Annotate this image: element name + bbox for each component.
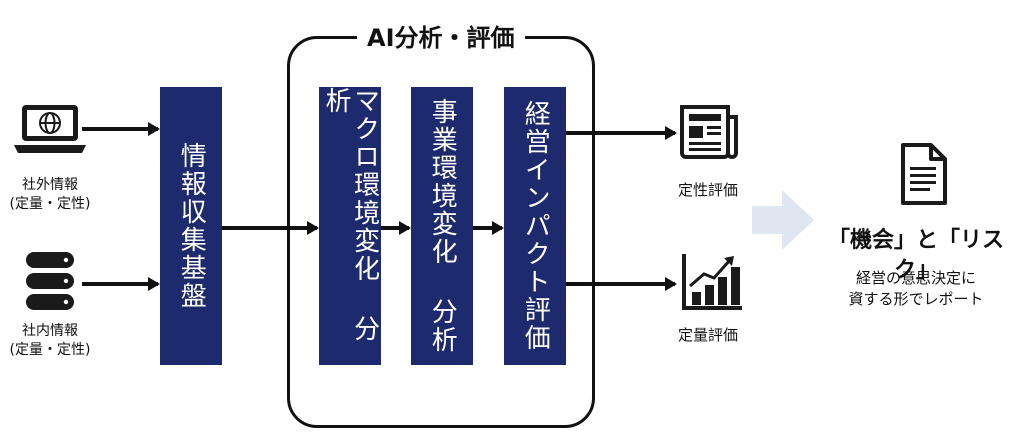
external-info-note: (定量・定性) xyxy=(9,195,91,212)
document-icon xyxy=(901,143,947,205)
external-info-label: 社外情報 (定量・定性) xyxy=(0,176,100,214)
internal-info-label: 社内情報 (定量・定性) xyxy=(0,322,100,360)
impact-evaluation-label: 経営インパクト評価 xyxy=(520,100,551,352)
external-info-title: 社外情報 xyxy=(22,177,78,193)
arrow-macro-to-business xyxy=(380,221,411,235)
internal-info-note: (定量・定性) xyxy=(9,341,91,358)
qualitative-evaluation-label: 定性評価 xyxy=(677,181,738,199)
internal-info-title: 社内情報 xyxy=(22,323,78,339)
newspaper-icon xyxy=(680,105,738,159)
collection-platform-label: 情報収集基盤 xyxy=(176,142,207,310)
laptop-globe-icon xyxy=(14,105,86,153)
arrow-to-qualitative xyxy=(566,126,677,140)
opportunity-risk-headline: 「機会」と「リスク」 xyxy=(827,228,1004,283)
arrow-collection-to-macro xyxy=(222,221,319,235)
collection-platform-box: 情報収集基盤 xyxy=(160,87,222,365)
arrow-to-quantitative xyxy=(566,277,677,291)
report-description: 経営の意思決定に 資する形でレポート xyxy=(812,268,1020,310)
ai-analysis-title: AI分析・評価 xyxy=(357,18,525,53)
database-icon xyxy=(26,252,74,310)
report-description-line1: 経営の意思決定に xyxy=(855,269,976,287)
business-analysis-label: 事業環境変化 分析 xyxy=(427,98,458,354)
result-arrow xyxy=(752,190,814,250)
macro-analysis-label: マクロ環境変化 分析 xyxy=(321,87,380,343)
macro-analysis-box: マクロ環境変化 分析 xyxy=(319,87,381,365)
business-analysis-box: 事業環境変化 分析 xyxy=(411,87,473,365)
quantitative-evaluation-label: 定量評価 xyxy=(677,326,738,344)
arrow-internal-to-collection xyxy=(82,277,160,291)
arrow-business-to-impact xyxy=(472,221,504,235)
impact-evaluation-box: 経営インパクト評価 xyxy=(504,87,566,365)
growth-chart-icon xyxy=(682,254,742,310)
arrow-external-to-collection xyxy=(82,122,160,136)
report-description-line2: 資する形でレポート xyxy=(848,290,984,308)
